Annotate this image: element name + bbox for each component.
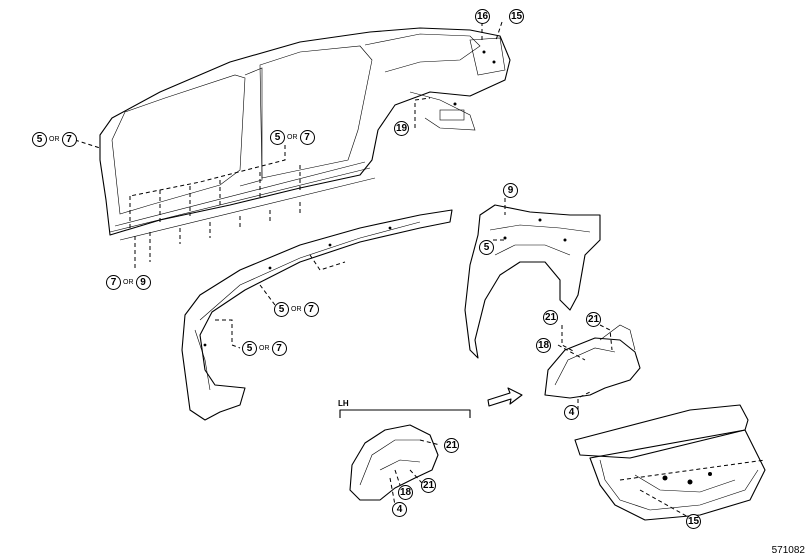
callout-number: 15 (509, 9, 524, 24)
callout-5-or-7-pillar: 5 OR 7 (242, 341, 287, 356)
callout-number: 5 (242, 341, 257, 356)
callout-21-lh-bottom: 21 (421, 478, 436, 493)
or-label: OR (291, 306, 302, 313)
callout-21-lh-top: 21 (444, 438, 459, 453)
callout-number: 7 (299, 130, 315, 145)
callout-16: 16 (475, 9, 490, 24)
inner-wheel-liner-rh (544, 324, 641, 399)
callout-number: 5 (274, 302, 289, 317)
callout-7-or-9: 7 OR 9 (106, 275, 151, 290)
callout-number: 4 (564, 405, 579, 420)
callout-5-or-7-mid: 5 OR 7 (270, 130, 315, 145)
lh-label: LH (338, 399, 349, 408)
trunk-lid (574, 404, 766, 521)
callout-number: 7 (106, 275, 121, 290)
callout-21-a: 21 (543, 310, 558, 325)
callout-number: 9 (503, 183, 518, 198)
callout-5-or-7-left: 5 OR 7 (32, 132, 77, 147)
inner-wheel-liner-lh (349, 424, 439, 501)
callout-number: 18 (536, 338, 551, 353)
body-side-panel (99, 27, 511, 241)
callout-number: 15 (686, 514, 701, 529)
callout-number: 18 (398, 485, 413, 500)
callout-number: 21 (444, 438, 459, 453)
callout-4-lh: 4 (392, 502, 407, 517)
callout-9: 9 (503, 183, 518, 198)
diagram-code: 571082 (771, 545, 805, 556)
callout-number: 4 (392, 502, 407, 517)
callout-4-right: 4 (564, 405, 579, 420)
or-label: OR (123, 279, 134, 286)
quarter-wheel-house (464, 204, 601, 359)
callout-15-trunk: 15 (686, 514, 701, 529)
callout-number: 5 (479, 240, 494, 255)
callout-number: 5 (270, 130, 285, 145)
callout-21-b: 21 (586, 312, 601, 327)
callout-number: 7 (61, 132, 77, 147)
callout-number: 21 (543, 310, 558, 325)
callout-19: 19 (394, 121, 409, 136)
callout-5-right: 5 (479, 240, 494, 255)
callout-number: 21 (586, 312, 601, 327)
callout-5-or-7-roof: 5 OR 7 (274, 302, 319, 317)
callout-number: 9 (135, 275, 151, 290)
or-label: OR (49, 136, 60, 143)
callout-18-right: 18 (536, 338, 551, 353)
callout-15-top: 15 (509, 9, 524, 24)
callout-number: 19 (394, 121, 409, 136)
callout-number: 21 (421, 478, 436, 493)
roof-side-rail (181, 209, 453, 421)
or-label: OR (287, 134, 298, 141)
callout-number: 5 (32, 132, 47, 147)
or-label: OR (259, 345, 270, 352)
callout-number: 7 (271, 341, 287, 356)
callout-number: 16 (475, 9, 490, 24)
callout-number: 7 (303, 302, 319, 317)
callout-18-lh: 18 (398, 485, 413, 500)
